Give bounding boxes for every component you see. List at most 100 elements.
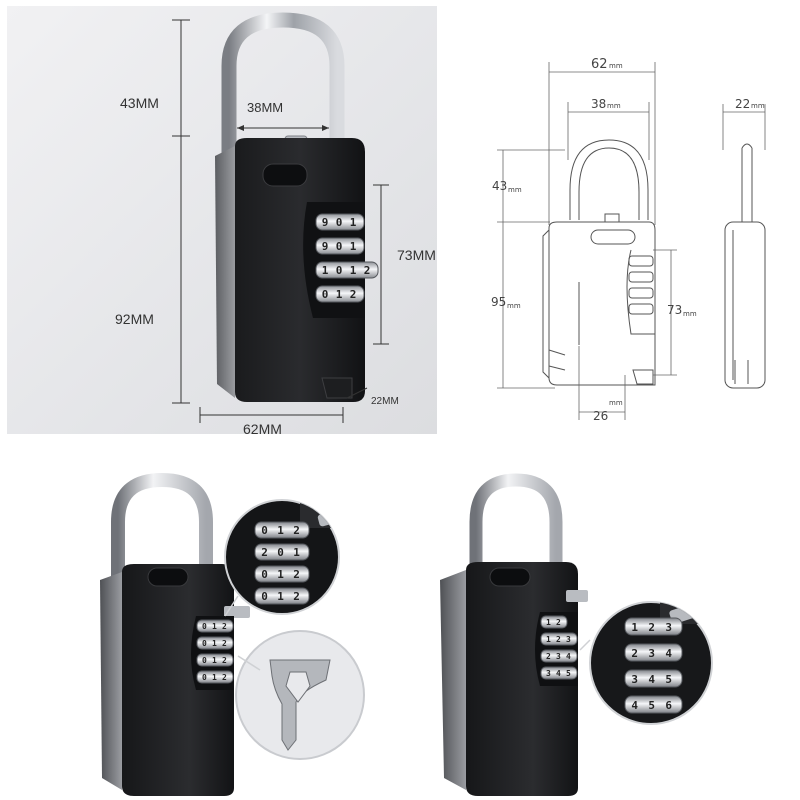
right-zoom-dial-digit: 2 [631,647,638,660]
left-body-dial-digit: 0 [202,639,207,648]
right-zoom-dial-digit: 1 [631,621,638,634]
photo-dial-digit: 1 [350,264,357,277]
front-view-outline [542,139,656,386]
photo-dial-digit: 0 [336,216,343,229]
left-body-dial-digit: 1 [212,622,217,631]
technical-drawing: 62 mm 38 mm 22 mm 43 mm 95 mm 73 mm 26 m… [491,57,766,423]
photo-dimension-lines [172,19,389,423]
body-foot [321,377,353,399]
right-shackle [469,473,563,580]
right-body-dial-row[interactable] [540,649,578,663]
left-body-dial-row[interactable] [196,636,234,650]
left-body-dial-row[interactable] [196,653,234,667]
key-tool [269,659,331,751]
drawing-unit-7: mm [609,399,623,407]
right-zoom-dial-digit: 6 [665,699,672,712]
left-zoom-dial-digit: 1 [277,590,284,603]
right-body-dial-digit: 1 [546,635,551,644]
left-zoom-dial-row[interactable] [254,543,310,561]
left-key-tab [224,606,250,618]
right-zoom-dial-digit: 2 [648,621,655,634]
left-body-dial-digit: 1 [212,673,217,682]
right-zoom-dial-row[interactable] [624,669,683,688]
left-zoom-dial-digit: 2 [293,524,300,537]
left-shackle [111,472,213,580]
left-zoom-dial-digit: 1 [277,568,284,581]
side-view-outline [724,143,766,389]
right-body-dial-row[interactable] [540,615,568,629]
left-zoom-dial-row[interactable] [254,521,310,539]
left-side-panel [100,572,122,790]
photo-dial-digit: 2 [350,288,357,301]
photo-dial-row[interactable] [315,261,379,279]
left-body-dial-digit: 0 [202,622,207,631]
dim-dial-height: 73MM [397,247,436,263]
photo-dial-digit: 0 [336,264,343,277]
left-body-dial-digit: 2 [222,622,227,631]
photo-dial-digit: 1 [322,264,329,277]
photo-dimension-arrows [237,125,329,131]
right-zoom-dial-row[interactable] [624,643,683,662]
photo-dial-row[interactable] [315,285,365,303]
left-zoom-dial-digit: 0 [261,524,268,537]
right-body-dial-digit: 1 [546,618,551,627]
drawing-unit-2: mm [607,102,621,110]
right-side-panel [440,570,466,790]
photo-dial-row[interactable] [315,237,365,255]
technical-drawing-panel: 62 mm 38 mm 22 mm 43 mm 95 mm 73 mm 26 m… [445,0,800,440]
photo-dial-digit: 1 [350,240,357,253]
left-body-dial-row[interactable] [196,619,234,633]
right-zoom-dial-digit: 4 [665,647,672,660]
drawing-body-height: 95 [491,295,506,309]
drawing-width-total: 62 [591,57,608,72]
left-body-dial-digit: 2 [222,639,227,648]
dim-shackle-height: 43MM [120,95,159,111]
drawing-width-shackle: 38 [591,97,606,111]
photo-dial-digit: 9 [322,216,329,229]
right-body-dial-digit: 4 [556,669,561,678]
left-zoom-dial-row[interactable] [254,565,310,583]
left-body-slot [147,567,189,587]
lock-side-panel [215,146,235,398]
right-body-dial-row[interactable] [540,632,578,646]
left-key-tool-zoom [235,630,365,760]
left-zoom-dial-row[interactable] [254,587,310,605]
left-zoom-dial-digit: 0 [277,546,284,559]
right-zoom-dial-row[interactable] [624,695,683,714]
dim-body-width: 62MM [243,421,282,437]
left-body-dial-digit: 0 [202,656,207,665]
right-zoom-dial-digit: 4 [648,673,655,686]
left-zoom-dial-digit: 1 [293,546,300,559]
left-body-dial-row[interactable] [196,670,234,684]
left-body-dial-digit: 0 [202,673,207,682]
left-body-dial-digit: 1 [212,639,217,648]
drawing-dimension-lines [497,62,766,420]
left-zoom-dial-digit: 2 [293,568,300,581]
left-zoom-dial-digit: 2 [293,590,300,603]
photo-dial-digit: 1 [350,216,357,229]
right-zoom-dial-row[interactable] [624,617,683,636]
left-body-dial-digit: 2 [222,673,227,682]
right-zoom-dial-digit: 3 [631,673,638,686]
right-body-dial-row[interactable] [540,666,578,680]
right-zoom-dial-digit: 5 [665,673,672,686]
photo-dial-digit: 0 [322,288,329,301]
right-zoom-dial-digit: 3 [648,647,655,660]
right-body-dial-digit: 5 [566,669,571,678]
shackle [221,12,345,156]
left-body-dial-digit: 2 [222,656,227,665]
photo-dial-row[interactable] [315,213,365,231]
left-zoom-dial-digit: 1 [277,524,284,537]
left-zoom-dial-digit: 2 [261,546,268,559]
drawing-unit-4: mm [508,186,522,194]
photo-dial-digit: 1 [336,288,343,301]
left-zoom-dial-digit: 0 [261,568,268,581]
drawing-depth: 22 [735,97,750,111]
